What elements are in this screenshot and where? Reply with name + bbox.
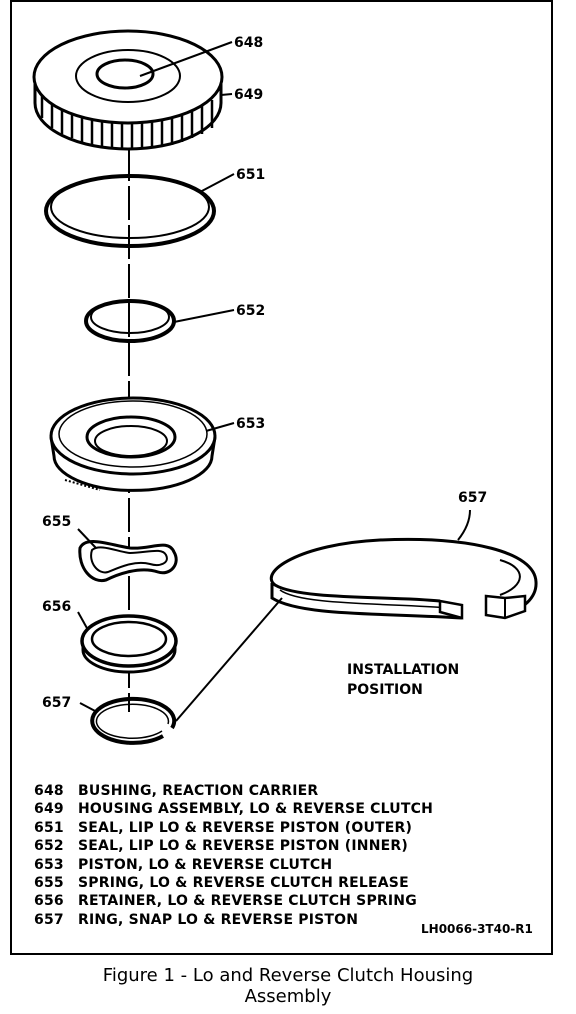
legend-number: 656 — [34, 893, 64, 910]
leader-656 — [77, 611, 89, 631]
parts-legend: 648 BUSHING, REACTION CARRIER 649 HOUSIN… — [34, 782, 504, 929]
legend-description: HOUSING ASSEMBLY, LO & REVERSE CLUTCH — [78, 801, 433, 818]
release-spring-655 — [78, 540, 178, 583]
leader-648 — [139, 41, 233, 77]
snap-ring-657-installation — [269, 537, 538, 620]
figure-caption: Figure 1 - Lo and Reverse Clutch Housing… — [0, 965, 576, 1007]
legend-row: 648 BUSHING, REACTION CARRIER — [34, 782, 504, 800]
legend-description: RETAINER, LO & REVERSE CLUTCH SPRING — [78, 893, 417, 910]
callout-655: 655 — [42, 514, 71, 530]
snap-ring-657-exploded — [90, 696, 177, 745]
legend-row: 649 HOUSING ASSEMBLY, LO & REVERSE CLUTC… — [34, 800, 504, 818]
callout-657-bottom: 657 — [42, 695, 71, 711]
leader-652 — [173, 309, 235, 323]
spring-retainer-656 — [80, 614, 178, 674]
legend-number: 649 — [34, 801, 64, 818]
leader-655 — [77, 528, 97, 549]
leader-657-exploded — [79, 702, 98, 713]
legend-row: 656 RETAINER, LO & REVERSE CLUTCH SPRING — [34, 892, 504, 910]
legend-description: SPRING, LO & REVERSE CLUTCH RELEASE — [78, 875, 409, 892]
legend-row: 652 SEAL, LIP LO & REVERSE PISTON (INNER… — [34, 837, 504, 855]
leader-651 — [199, 173, 235, 193]
legend-number: 648 — [34, 783, 64, 799]
legend-description: PISTON, LO & REVERSE CLUTCH — [78, 856, 333, 873]
legend-description: SEAL, LIP LO & REVERSE PISTON (INNER) — [78, 838, 408, 855]
callout-656: 656 — [42, 599, 71, 615]
figure-code: LH0066-3T40-R1 — [421, 922, 533, 936]
legend-description: SEAL, LIP LO & REVERSE PISTON (OUTER) — [78, 819, 413, 836]
callout-653: 653 — [236, 416, 265, 432]
callout-651: 651 — [236, 167, 265, 183]
leader-653 — [205, 422, 235, 432]
callout-657-top: 657 — [458, 490, 487, 506]
legend-description: BUSHING, REACTION CARRIER — [78, 783, 319, 799]
leader-657-top — [457, 509, 471, 541]
legend-row: 653 PISTON, LO & REVERSE CLUTCH — [34, 856, 504, 874]
piston-653 — [49, 396, 217, 492]
callout-652: 652 — [236, 303, 265, 319]
leader-657-installation — [175, 597, 283, 722]
exploded-view-diagram: 648 649 651 652 653 657 655 656 657 INST… — [32, 29, 538, 745]
legend-number: 657 — [34, 911, 64, 928]
legend-number: 652 — [34, 838, 64, 855]
figure-frame — [10, 0, 553, 955]
callout-649: 649 — [234, 87, 263, 103]
caption-line1: Figure 1 - Lo and Reverse Clutch Housing — [102, 965, 474, 986]
callout-648: 648 — [234, 35, 263, 51]
legend-number: 655 — [34, 875, 64, 892]
legend-row: 655 SPRING, LO & REVERSE CLUTCH RELEASE — [34, 874, 504, 892]
installation-label-line1: INSTALLATION — [347, 662, 459, 678]
legend-description: RING, SNAP LO & REVERSE PISTON — [78, 911, 359, 928]
caption-line2: Assembly — [244, 986, 332, 1007]
installation-label-line2: POSITION — [347, 682, 423, 698]
outer-lip-seal-651 — [44, 174, 216, 248]
legend-row: 657 RING, SNAP LO & REVERSE PISTON — [34, 911, 504, 929]
housing-assembly-649 — [32, 29, 224, 151]
leader-649 — [220, 93, 233, 96]
legend-number: 653 — [34, 856, 64, 873]
legend-row: 651 SEAL, LIP LO & REVERSE PISTON (OUTER… — [34, 819, 504, 837]
legend-number: 651 — [34, 819, 64, 836]
